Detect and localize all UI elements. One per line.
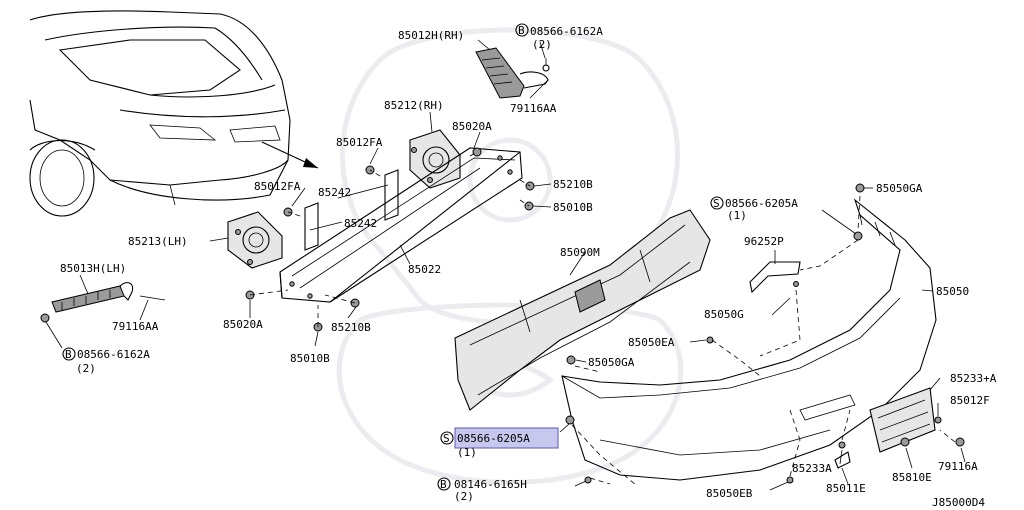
part-label[interactable]: 85242 (318, 186, 351, 199)
part-label[interactable]: 85010B (553, 201, 593, 214)
symbol-letter: B (518, 24, 525, 37)
part-label[interactable]: 85012FA (254, 180, 301, 193)
absorber-85090m (454, 209, 711, 411)
selected-part-label[interactable]: 08566-6205A (457, 432, 530, 445)
bracket-85012h-rh (475, 47, 550, 99)
part-label[interactable]: 85050 (936, 285, 969, 298)
part-label[interactable]: 08566-6205A (725, 197, 798, 210)
part-label[interactable]: 85050EB (706, 487, 753, 500)
symbol-letter: B (65, 348, 72, 361)
leader-lines (45, 39, 966, 491)
bracket-96252p (749, 261, 801, 294)
part-qty: (2) (454, 490, 474, 503)
part-label[interactable]: 85242 (344, 217, 377, 230)
part-qty: (1) (457, 446, 477, 459)
stay-85242 (304, 169, 399, 251)
direction-arrow (261, 141, 319, 169)
part-label[interactable]: 08566-6162A (77, 348, 150, 361)
part-label[interactable]: 08146-6165H (454, 478, 527, 491)
part-label[interactable]: 85012FA (336, 136, 383, 149)
circled-symbols: B B B S S (62, 23, 724, 491)
part-label[interactable]: 85012H(RH) (398, 29, 464, 42)
part-qty: (2) (76, 362, 96, 375)
part-label[interactable]: 79116AA (510, 102, 557, 115)
part-label[interactable]: 96252P (744, 235, 784, 248)
part-label[interactable]: 85013H(LH) (60, 262, 126, 275)
part-label[interactable]: 85050G (704, 308, 744, 321)
bracket-85212-rh (409, 129, 461, 189)
part-qty: (1) (727, 209, 747, 222)
bracket-85233 (869, 387, 936, 453)
bracket-85213-lh (227, 211, 283, 269)
assembly-dashed-lines (249, 151, 956, 486)
part-label[interactable]: 85212(RH) (384, 99, 444, 112)
bumper-fascia-85050 (561, 198, 937, 481)
screw-symbol-s (710, 196, 724, 210)
part-label[interactable]: 85233+A (950, 372, 997, 385)
part-label[interactable]: 85090M (560, 246, 600, 259)
reinforcement-85022 (279, 147, 523, 303)
selected-part-highlight (454, 427, 559, 449)
diagram-code: J85000D4 (932, 496, 985, 509)
screw-symbol-s (440, 431, 454, 445)
part-qty: (2) (532, 38, 552, 51)
part-label[interactable]: 85210B (553, 178, 593, 191)
part-label[interactable]: 85020A (223, 318, 263, 331)
vehicle-rear-outline (29, 10, 291, 217)
bolt-symbol-b (62, 347, 76, 361)
part-label[interactable]: 85810E (892, 471, 932, 484)
part-label[interactable]: 85020A (452, 120, 492, 133)
bolt-symbol-b (437, 477, 451, 491)
part-labels: 85012H(RH) 08566-6162A (2) 79116AA 85212… (60, 25, 997, 509)
part-label[interactable]: 85012F (950, 394, 990, 407)
part-label[interactable]: 08566-6162A (530, 25, 603, 38)
part-label[interactable]: 85050GA (876, 182, 923, 195)
part-label[interactable]: 85050EA (628, 336, 675, 349)
symbol-letter: S (713, 197, 720, 210)
part-label[interactable]: 85022 (408, 263, 441, 276)
part-label[interactable]: 85233A (792, 462, 832, 475)
part-label[interactable]: 85210B (331, 321, 371, 334)
part-label[interactable]: 85050GA (588, 356, 635, 369)
part-label[interactable]: 79116A (938, 460, 978, 473)
part-label[interactable]: 79116AA (112, 320, 159, 333)
part-label[interactable]: 85010B (290, 352, 330, 365)
bracket-85013h-lh (51, 282, 166, 313)
bolt-symbol-b (515, 23, 529, 37)
symbol-letter: S (443, 432, 450, 445)
part-label[interactable]: 85011E (826, 482, 866, 495)
symbol-letter: B (440, 478, 447, 491)
part-label[interactable]: 85213(LH) (128, 235, 188, 248)
